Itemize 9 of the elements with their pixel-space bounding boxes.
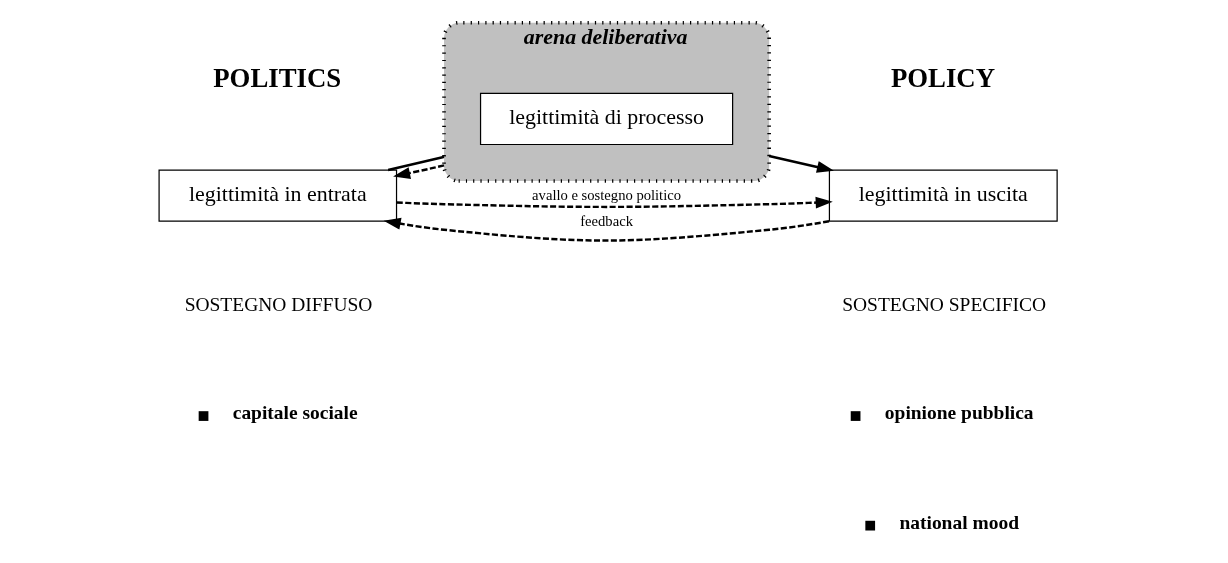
label: POLITICS	[212, 62, 341, 93]
label: opinione pubblica	[884, 402, 1034, 424]
label: POLICY	[890, 62, 995, 93]
label: SOSTEGNO SPECIFICO	[841, 294, 1046, 316]
edge-label: feedback	[579, 212, 633, 229]
label: national mood	[898, 512, 1019, 534]
label: capitale sociale	[232, 402, 358, 424]
edge-label: avallo e sostegno politico	[531, 187, 681, 204]
label: SOSTEGNO DIFFUSO	[184, 294, 372, 316]
